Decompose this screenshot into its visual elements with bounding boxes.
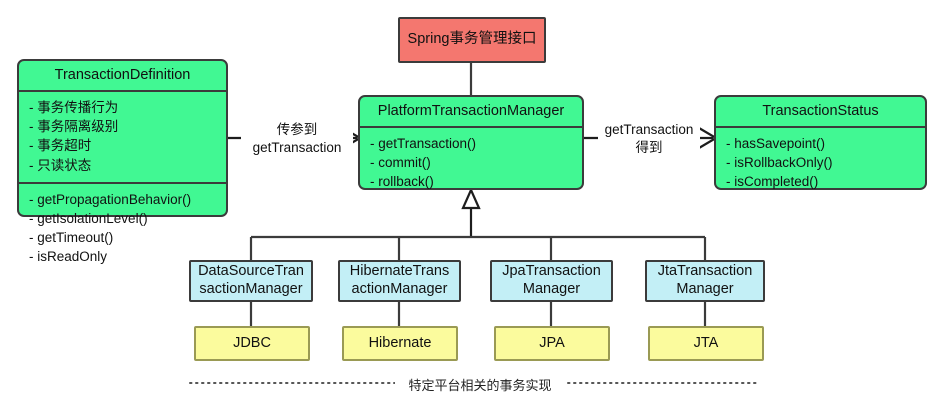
edge-label-line-1: 传参到 — [276, 122, 318, 137]
edge-label-manager-to-status: getTransaction 得到 — [598, 121, 700, 157]
node-transaction-status-methods: - hasSavepoint() - isRollbackOnly() - is… — [716, 128, 925, 198]
label-line-2: actionManager — [351, 281, 448, 297]
attribute-item: - 只读状态 — [29, 157, 92, 173]
label-line-1: JtaTransaction — [657, 263, 753, 280]
edge-label-line-2: getTransaction — [252, 139, 342, 155]
node-datasource-transaction-manager-label: DataSourceTran sactionManager — [191, 262, 311, 300]
node-hibernate-transaction-manager[interactable]: HibernateTrans actionManager — [338, 260, 461, 302]
node-datasource-transaction-manager[interactable]: DataSourceTran sactionManager — [189, 260, 313, 302]
attribute-item: - 事务隔离级别 — [29, 119, 119, 135]
node-transaction-definition-methods: - getPropagationBehavior() - getIsolatio… — [19, 181, 226, 274]
node-jta-transaction-manager[interactable]: JtaTransaction Manager — [645, 260, 765, 302]
method-item: - commit() — [370, 155, 431, 171]
label-line-2: sactionManager — [199, 281, 303, 297]
node-platform-transaction-manager[interactable]: PlatformTransactionManager - getTransact… — [358, 95, 584, 190]
node-transaction-status-title: TransactionStatus — [716, 97, 925, 129]
method-item: - hasSavepoint() — [726, 136, 826, 152]
method-item: - getTransaction() — [370, 136, 477, 152]
label-line-1: JpaTransaction — [502, 263, 601, 280]
node-jta-transaction-manager-label: JtaTransaction Manager — [647, 262, 763, 300]
node-platform-transaction-manager-title: PlatformTransactionManager — [360, 97, 582, 129]
node-tech-jpa[interactable]: JPA — [494, 326, 610, 361]
node-spring-transaction-interface[interactable]: Spring事务管理接口 — [398, 17, 546, 63]
edge-label-line-2: 得到 — [635, 139, 663, 155]
node-tech-jdbc[interactable]: JDBC — [194, 326, 310, 361]
node-platform-transaction-manager-methods: - getTransaction() - commit() - rollback… — [360, 128, 582, 198]
grouping-caption: 特定平台相关的事务实现 — [395, 375, 565, 394]
node-hibernate-transaction-manager-label: HibernateTrans actionManager — [340, 262, 459, 300]
edge-label-definition-to-manager: 传参到 getTransaction — [241, 121, 353, 157]
node-jpa-transaction-manager[interactable]: JpaTransaction Manager — [490, 260, 613, 302]
node-tech-hibernate[interactable]: Hibernate — [342, 326, 458, 361]
label-line-2: Manager — [676, 281, 734, 297]
node-jpa-transaction-manager-label: JpaTransaction Manager — [492, 262, 611, 300]
node-tech-jpa-label: JPA — [539, 334, 565, 351]
method-item: - getTimeout() — [29, 230, 114, 246]
method-item: - isRollbackOnly() — [726, 155, 833, 171]
node-tech-jta[interactable]: JTA — [648, 326, 764, 361]
node-tech-jta-label: JTA — [693, 334, 719, 351]
method-item: - getIsolationLevel() — [29, 210, 148, 226]
node-tech-jdbc-label: JDBC — [233, 334, 271, 351]
node-transaction-definition-title: TransactionDefinition — [19, 61, 226, 93]
label-line-1: HibernateTrans — [349, 263, 450, 280]
node-transaction-definition[interactable]: TransactionDefinition - 事务传播行为 - 事务隔离级别 … — [17, 59, 228, 264]
label-line-1: DataSourceTran — [198, 263, 304, 280]
attribute-item: - 事务超时 — [29, 138, 92, 154]
label-line-2: Manager — [522, 281, 581, 297]
method-item: - getPropagationBehavior() — [29, 191, 192, 207]
method-item: - isCompleted() — [726, 174, 819, 190]
edge-label-line-1: getTransaction — [604, 122, 694, 137]
node-transaction-definition-attributes: - 事务传播行为 - 事务隔离级别 - 事务超时 - 只读状态 — [19, 92, 226, 182]
node-transaction-status[interactable]: TransactionStatus - hasSavepoint() - isR… — [714, 95, 927, 190]
method-item: - rollback() — [370, 174, 434, 190]
node-spring-transaction-interface-label: Spring事务管理接口 — [407, 31, 537, 48]
node-tech-hibernate-label: Hibernate — [368, 334, 432, 351]
method-item: - isReadOnly — [29, 249, 108, 265]
attribute-item: - 事务传播行为 — [29, 100, 119, 116]
